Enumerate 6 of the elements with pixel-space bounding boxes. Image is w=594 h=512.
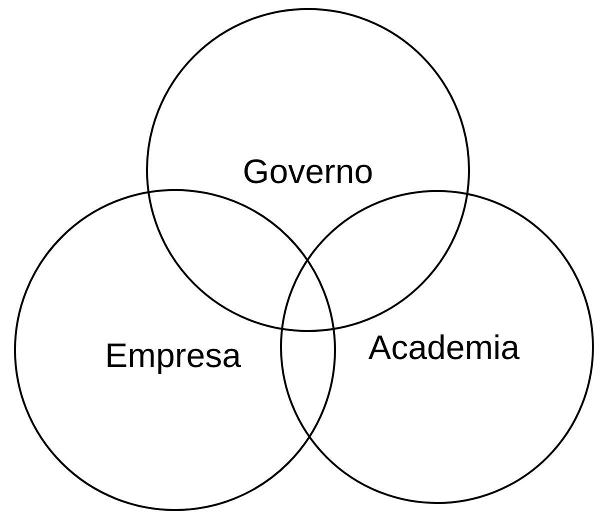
circle-label: Academia	[368, 331, 520, 365]
venn-circle	[14, 189, 336, 511]
venn-circle	[280, 190, 594, 504]
circle-label: Empresa	[104, 339, 242, 373]
circle-label: Governo	[242, 155, 374, 189]
venn-circle	[146, 8, 470, 332]
